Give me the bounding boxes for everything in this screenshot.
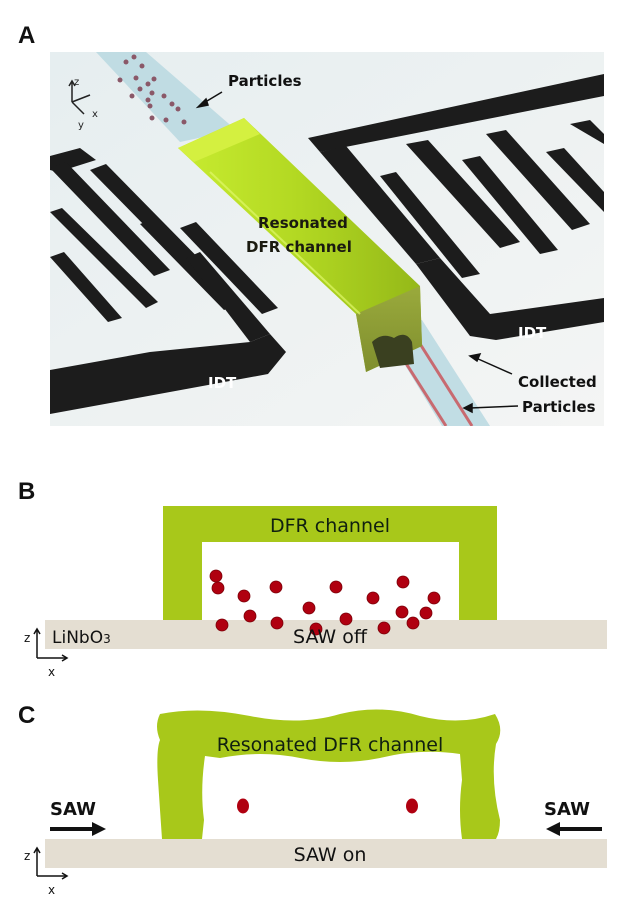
axis-label-z: z bbox=[74, 77, 79, 88]
particles-dispersed bbox=[209, 569, 441, 636]
particle bbox=[396, 575, 410, 589]
particle-cluster bbox=[406, 798, 418, 814]
axis-label-z: z bbox=[24, 849, 30, 863]
collected-arrows bbox=[462, 352, 519, 414]
particle bbox=[270, 616, 284, 630]
upstream-particles bbox=[117, 54, 187, 125]
axis-label-y: y bbox=[78, 120, 84, 131]
substrate-label: LiNbO3 bbox=[52, 628, 111, 648]
particles-clustered bbox=[237, 798, 418, 814]
particle bbox=[209, 569, 223, 583]
saw-state-label: SAW on bbox=[294, 844, 367, 866]
substrate-linbo3 bbox=[45, 839, 607, 868]
saw-left-arrow-icon bbox=[50, 822, 106, 836]
saw-left-label: SAW bbox=[50, 799, 96, 820]
panel-b-diagram: DFR channel LiNbO3 SAW off z x bbox=[24, 506, 607, 679]
particle bbox=[237, 589, 251, 603]
saw-right-arrow-icon bbox=[546, 822, 602, 836]
resonated-dfr-channel-frame bbox=[157, 709, 501, 839]
panel-label-a: A bbox=[18, 22, 36, 49]
particle bbox=[339, 612, 353, 626]
saw-state-label: SAW off bbox=[293, 626, 368, 648]
idt-left bbox=[50, 148, 286, 414]
idt-right bbox=[308, 74, 604, 340]
particle bbox=[377, 621, 391, 635]
collected-label-line1: Collected bbox=[518, 373, 597, 391]
particle bbox=[419, 606, 433, 620]
channel-label-line1: Resonated bbox=[258, 214, 348, 232]
axis-label-x: x bbox=[92, 109, 98, 120]
channel-label-line2: DFR channel bbox=[246, 238, 352, 256]
resonated-channel-label: Resonated DFR channel bbox=[217, 734, 443, 756]
particle bbox=[215, 618, 229, 632]
particle bbox=[302, 601, 316, 615]
collected-label-line2: Particles bbox=[522, 398, 596, 416]
particle bbox=[395, 605, 409, 619]
axis-triad-3d bbox=[68, 79, 91, 115]
panel-label-b: B bbox=[18, 478, 36, 505]
particle-cluster bbox=[237, 798, 249, 814]
panel-c-diagram: Resonated DFR channel SAW on SAW SAW z x bbox=[24, 709, 607, 897]
particle bbox=[406, 616, 420, 630]
particles-arrow bbox=[195, 91, 223, 109]
axis-label-z: z bbox=[24, 631, 30, 645]
substrate-linbo3 bbox=[45, 620, 607, 649]
particles-label: Particles bbox=[228, 72, 302, 90]
axis-triad-2d bbox=[33, 846, 69, 880]
particle bbox=[329, 580, 343, 594]
axis-triad-2d bbox=[33, 627, 69, 662]
axis-label-x: x bbox=[48, 665, 55, 679]
particle bbox=[366, 591, 380, 605]
saw-right-label: SAW bbox=[544, 799, 590, 820]
axis-label-x: x bbox=[48, 883, 55, 897]
panel-a-render: IDT IDT Resonated DFR channel bbox=[50, 52, 604, 426]
particle bbox=[309, 622, 323, 636]
panel-label-c: C bbox=[18, 702, 36, 729]
idt-right-label: IDT bbox=[518, 324, 547, 342]
dfr-channel-frame bbox=[163, 506, 497, 620]
particle bbox=[427, 591, 441, 605]
particle bbox=[243, 609, 257, 623]
idt-left-label: IDT bbox=[208, 374, 237, 392]
dfr-channel-label: DFR channel bbox=[270, 515, 390, 537]
particle bbox=[269, 580, 283, 594]
particle bbox=[211, 581, 225, 595]
dfr-channel-block bbox=[178, 118, 422, 372]
